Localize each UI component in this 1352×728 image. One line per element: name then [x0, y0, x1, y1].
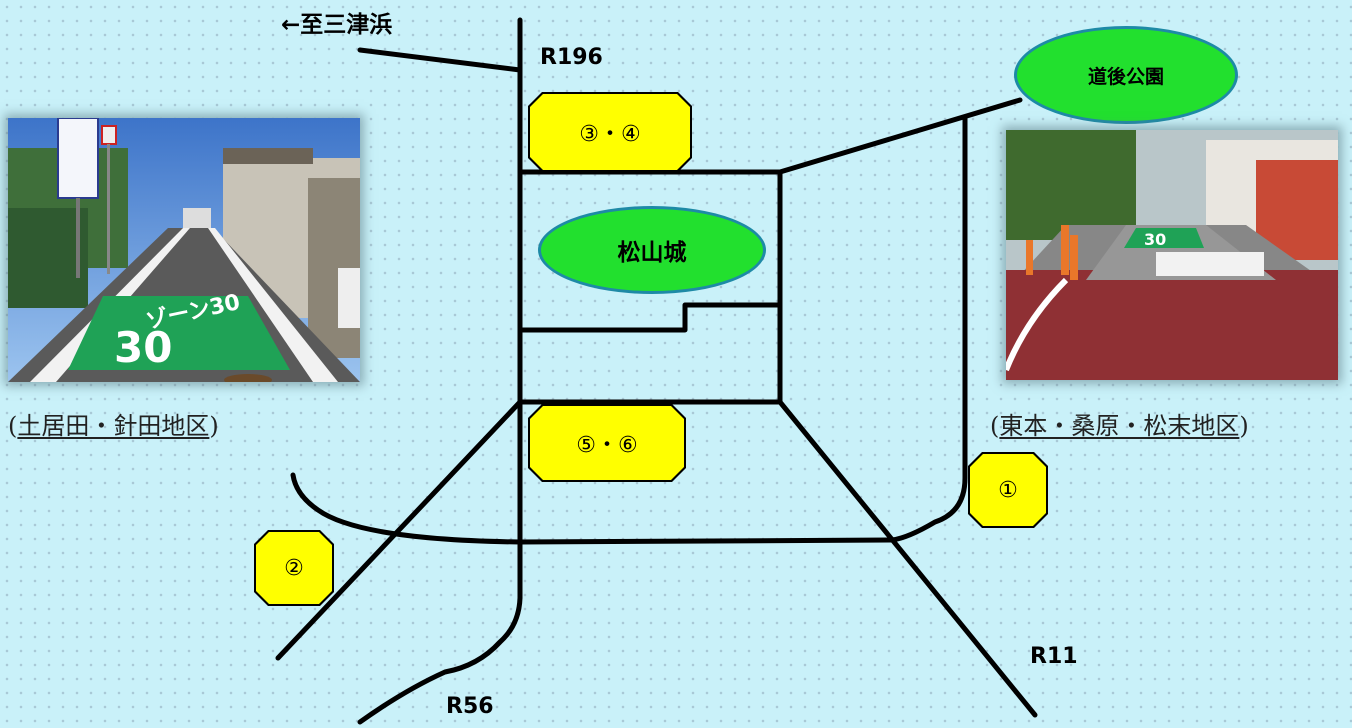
marker-3-4: ③・④	[528, 92, 692, 172]
road-east-vertical	[889, 115, 968, 543]
road-to-dogo-park	[777, 97, 1023, 175]
road-label-r56: R56	[446, 694, 494, 719]
landmark-dogo-park: 道後公園	[1014, 26, 1238, 124]
road-r11	[777, 399, 1038, 718]
road-r196-main	[357, 17, 523, 725]
marker-1: ①	[968, 452, 1048, 528]
caption-doida-harita: (土居田・針田地区)	[8, 412, 219, 440]
caption-higashimoto-kuwabara: (東本・桑原・松末地区)	[990, 412, 1249, 440]
road-label-r196: R196	[540, 45, 603, 70]
landmark-matsuyama-castle: 松山城	[538, 206, 766, 294]
road-label-r11: R11	[1030, 644, 1078, 669]
photo-doida-harita: ゾーン30 30	[8, 118, 360, 382]
sign-zone-number-right: 30	[1144, 230, 1166, 249]
sign-zone-number: 30	[114, 323, 172, 372]
marker-2: ②	[254, 530, 334, 606]
road-step-block	[517, 302, 783, 333]
marker-5-6: ⑤・⑥	[528, 404, 686, 482]
photo-higashimoto-kuwabara: 30	[1006, 130, 1338, 380]
direction-label-mitsuhama: ←至三津浜	[281, 12, 393, 38]
road-ring-curve	[290, 472, 895, 545]
road-southwest-diagonal	[275, 399, 523, 661]
road-northwest-branch	[357, 47, 523, 73]
